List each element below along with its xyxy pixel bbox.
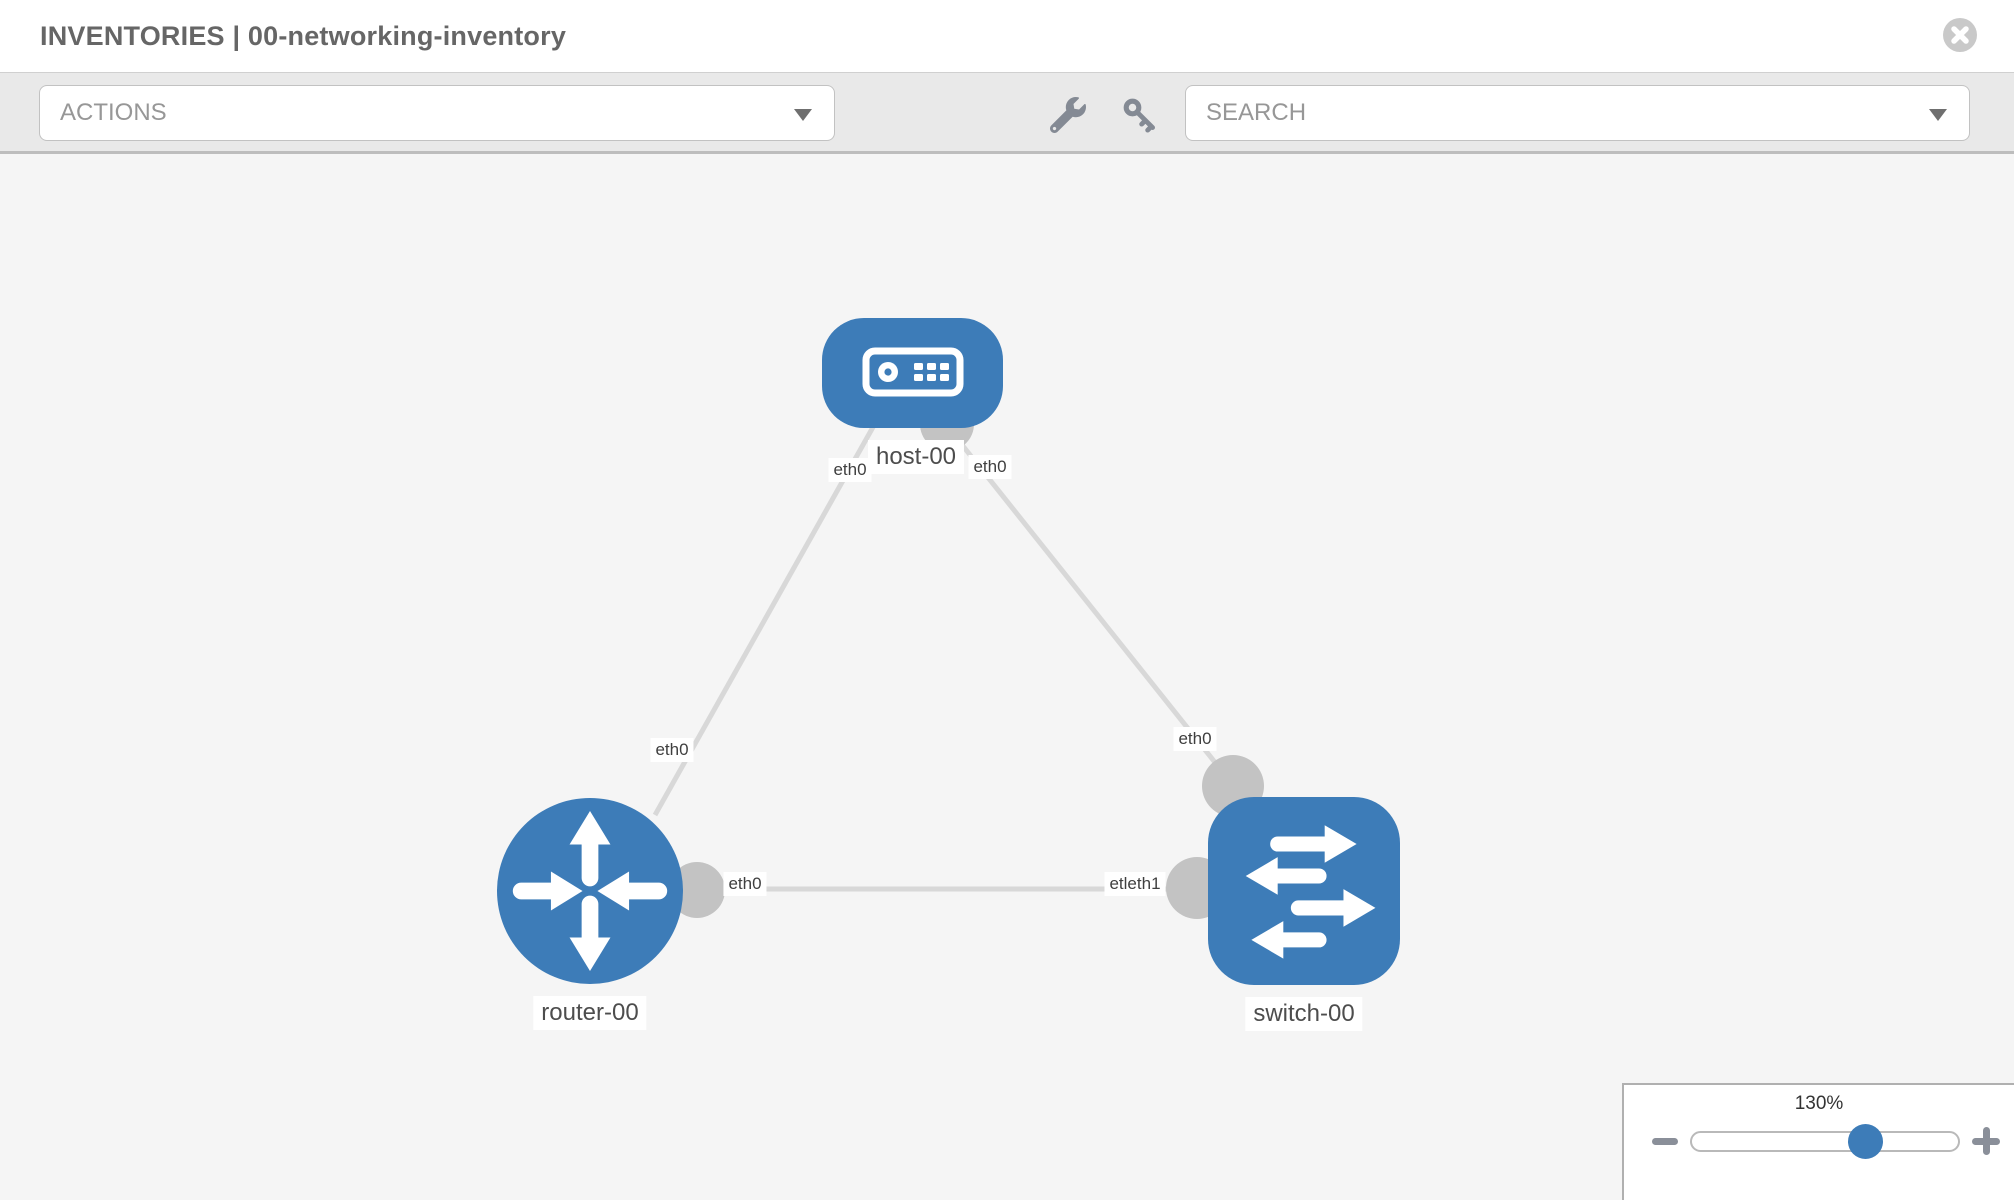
interface-label-link-right: etleth1 (1104, 872, 1166, 896)
zoom-slider[interactable] (1690, 1124, 1960, 1159)
interface-label-router-uplink: eth0 (650, 738, 694, 762)
wrench-button[interactable] (1049, 97, 1086, 134)
topology-links-layer (652, 397, 1264, 919)
actions-dropdown[interactable]: ACTIONS (39, 85, 835, 141)
interface-label-link-left: eth0 (723, 872, 767, 896)
interface-label-switch-uplink: eth0 (1173, 727, 1217, 751)
wrench-icon (1049, 97, 1086, 134)
router-icon (512, 811, 668, 971)
toolbar: ACTIONS SEARCH (0, 72, 2014, 154)
zoom-control-panel: 130% (1622, 1083, 2014, 1200)
node-host-00[interactable] (822, 318, 1003, 428)
page-title: INVENTORIES | 00-networking-inventory (40, 21, 567, 51)
key-icon (1123, 98, 1155, 133)
minus-icon[interactable] (1652, 1138, 1678, 1145)
switch-icon (1245, 825, 1376, 959)
host-icon (862, 347, 964, 397)
port-router-eth0 (669, 862, 725, 918)
node-label-host-00: host-00 (867, 440, 965, 474)
page-header: INVENTORIES | 00-networking-inventory (0, 0, 2014, 72)
chevron-down-icon (1929, 109, 1947, 121)
node-label-switch-00: switch-00 (1245, 997, 1363, 1031)
close-icon (1943, 18, 1977, 52)
topology-canvas[interactable]: host-00 router-00 switch-00 eth0 eth0 et… (0, 154, 2014, 1200)
zoom-level-text: 130% (1794, 1093, 1844, 1114)
node-label-router-00: router-00 (533, 996, 647, 1030)
node-switch-00[interactable] (1208, 797, 1400, 985)
search-dropdown[interactable]: SEARCH (1185, 85, 1970, 141)
search-dropdown-label: SEARCH (1206, 99, 1307, 126)
key-button[interactable] (1122, 97, 1158, 133)
close-button[interactable] (1942, 17, 1978, 53)
node-router-00[interactable] (497, 798, 683, 984)
actions-dropdown-label: ACTIONS (60, 99, 167, 126)
plus-icon[interactable] (1972, 1127, 2000, 1155)
interface-label-host-right: eth0 (968, 455, 1012, 479)
interface-label-host-left: eth0 (828, 458, 872, 482)
chevron-down-icon (794, 109, 812, 121)
zoom-slider-thumb[interactable] (1848, 1124, 1883, 1159)
